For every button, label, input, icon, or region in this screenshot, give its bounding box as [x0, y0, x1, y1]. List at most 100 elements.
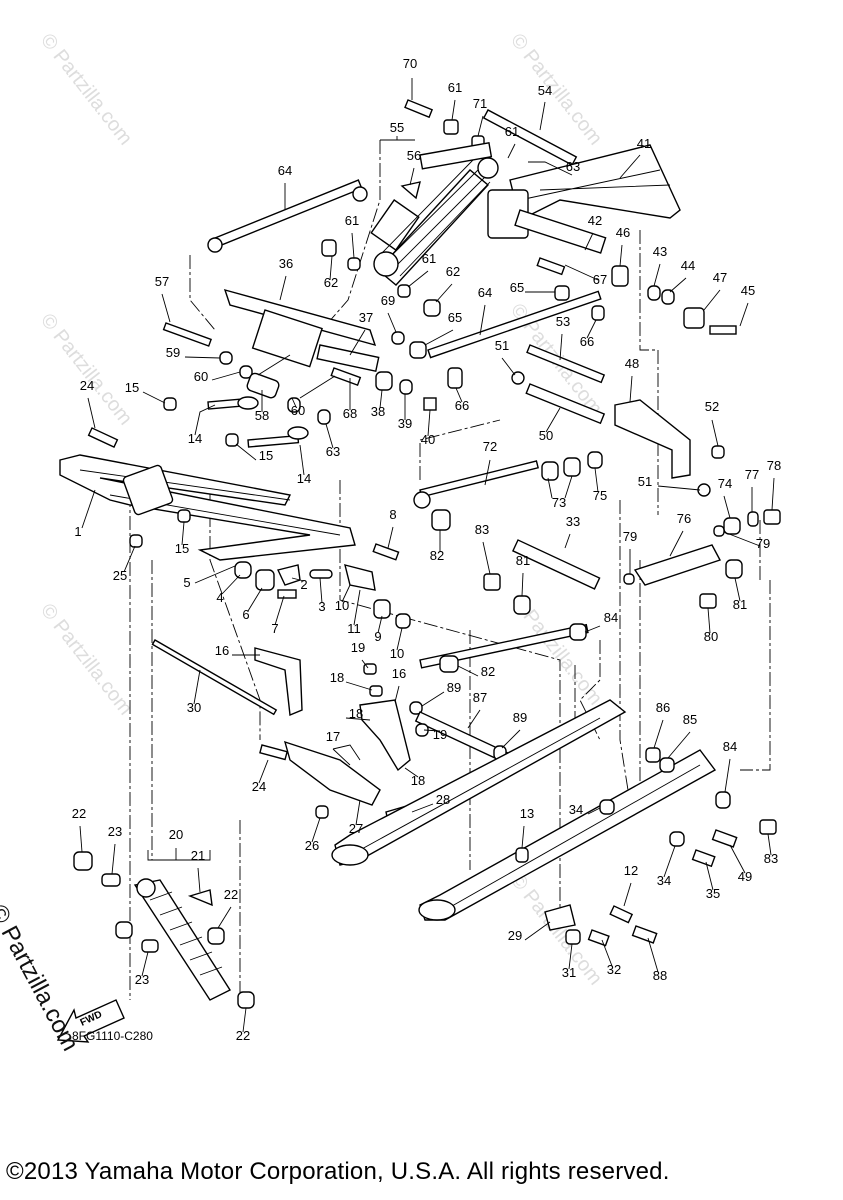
nut-31: [565, 929, 581, 945]
rod-84: [419, 623, 589, 669]
callout-19: 19: [433, 727, 447, 742]
callout-61: 61: [505, 124, 519, 139]
callout-11: 11: [347, 621, 361, 636]
callout-15: 15: [175, 541, 189, 556]
callout-53: 53: [556, 314, 570, 329]
arm-41: [509, 144, 681, 222]
callout-78: 78: [767, 458, 781, 473]
bracket-36: [251, 309, 323, 368]
collar-6: [255, 569, 275, 591]
callout-64: 64: [478, 285, 492, 300]
callout-23: 23: [108, 824, 122, 839]
callout-13: 13: [520, 806, 534, 821]
mount-27: [283, 740, 381, 806]
callout-9: 9: [374, 629, 381, 644]
callout-79: 79: [623, 529, 637, 544]
collar-65: [409, 341, 427, 359]
callout-76: 76: [677, 511, 691, 526]
pin-3: [309, 569, 333, 579]
callout-75: 75: [593, 488, 607, 503]
washer-77: [747, 511, 759, 527]
bracket-16-b: [359, 699, 411, 772]
nut-13: [515, 847, 529, 863]
collar-9: [373, 599, 391, 619]
background-watermarks: © Partzilla.com © Partzilla.com © Partzi…: [36, 30, 606, 990]
callout-59: 59: [166, 345, 180, 360]
collar-62-right: [423, 299, 441, 317]
callout-19: 19: [351, 640, 365, 655]
washer-69: [391, 331, 405, 345]
washer-34: [599, 799, 615, 815]
collar-38: [375, 371, 393, 391]
collar-23-a: [101, 873, 121, 887]
callout-42: 42: [588, 213, 602, 228]
callout-2: 2: [300, 577, 307, 592]
callout-82: 82: [430, 548, 444, 563]
callout-80: 80: [704, 629, 718, 644]
callout-12: 12: [624, 863, 638, 878]
callout-82: 82: [481, 664, 495, 679]
callout-26: 26: [305, 838, 319, 853]
callout-49: 49: [738, 869, 752, 884]
collar-23-b: [141, 939, 159, 953]
callout-73: 73: [552, 495, 566, 510]
callout-14: 14: [297, 471, 311, 486]
callout-28: 28: [436, 792, 450, 807]
shaft-37: [316, 344, 380, 372]
callout-6: 6: [242, 607, 249, 622]
callout-89: 89: [513, 710, 527, 725]
shaft-53: [526, 344, 606, 384]
callout-15: 15: [125, 380, 139, 395]
callout-50: 50: [539, 428, 553, 443]
nut-61-c: [397, 284, 411, 298]
callout-61: 61: [345, 213, 359, 228]
collar-82: [431, 509, 451, 531]
rail-tip-left: [331, 844, 369, 866]
collar-73-b: [563, 457, 581, 477]
callout-56: 56: [407, 148, 421, 163]
leader-lines: [79, 78, 775, 1033]
callout-3: 3: [318, 599, 325, 614]
callout-89: 89: [447, 680, 461, 695]
arm-76: [633, 544, 722, 586]
bolt-68: [330, 367, 362, 386]
callout-16: 16: [215, 643, 229, 658]
diagram-code: 8FG1110-C280: [72, 1029, 153, 1043]
rail-tip-right: [418, 899, 456, 921]
copyright-notice: ©2013 Yamaha Motor Corporation, U.S.A. A…: [6, 1158, 670, 1185]
collar-62-left: [321, 239, 337, 257]
shaft-54: [482, 109, 578, 166]
collar-66-right: [591, 305, 605, 321]
washer-74: [723, 517, 741, 535]
bolt-35: [691, 849, 716, 868]
callout-30: 30: [187, 700, 201, 715]
callout-7: 7: [271, 621, 278, 636]
collar-84: [569, 623, 587, 641]
svg-text:© Partzilla.com: © Partzilla.com: [36, 30, 136, 150]
shock-55: [370, 142, 499, 286]
callout-84: 84: [723, 739, 737, 754]
rod-64-lower: [427, 290, 602, 359]
washer-59: [219, 351, 233, 365]
callout-65: 65: [448, 310, 462, 325]
eye-14-b: [287, 426, 309, 440]
bracket-16: [254, 647, 303, 717]
callout-83: 83: [764, 851, 778, 866]
callout-74: 74: [718, 476, 732, 491]
callout-32: 32: [607, 962, 621, 977]
callout-41: 41: [637, 136, 651, 151]
callout-29: 29: [508, 928, 522, 943]
callout-23: 23: [135, 972, 149, 987]
bolt-45: [709, 325, 737, 335]
callout-27: 27: [349, 821, 363, 836]
collar-82-b: [439, 655, 459, 673]
rod-64-upper: [209, 179, 363, 250]
callout-66: 66: [580, 334, 594, 349]
bolt-80: [699, 593, 717, 609]
callout-34: 34: [569, 802, 583, 817]
callout-55: 55: [390, 120, 404, 135]
collar-81-b: [725, 559, 743, 579]
callout-51: 51: [495, 338, 509, 353]
